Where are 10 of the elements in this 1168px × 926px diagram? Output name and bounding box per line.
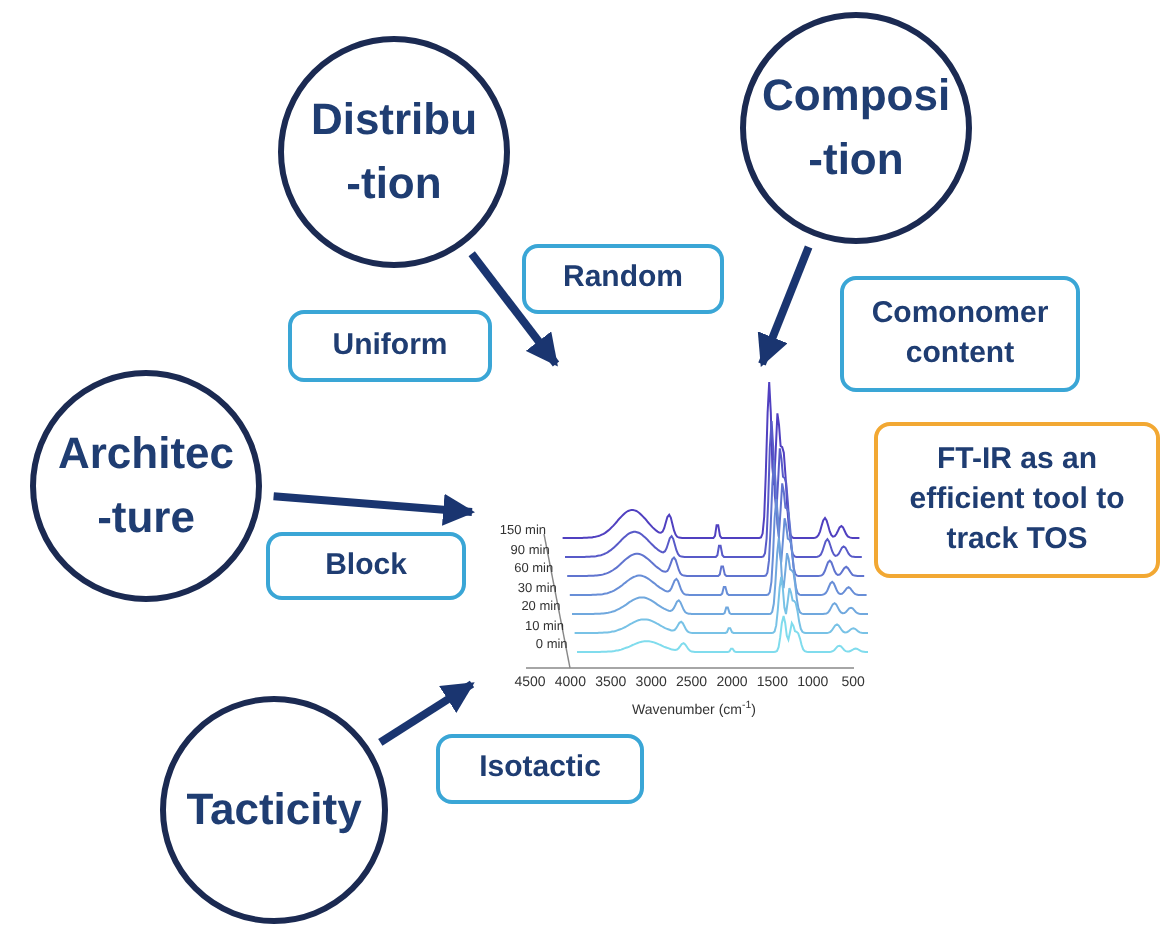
arrow bbox=[757, 245, 813, 367]
arrow bbox=[273, 492, 476, 526]
arrow bbox=[468, 251, 560, 367]
label-box: Random bbox=[522, 244, 724, 314]
label-box: Uniform bbox=[288, 310, 492, 382]
note-box: FT-IR as an efficient tool to track TOS bbox=[874, 422, 1160, 578]
arrow bbox=[378, 680, 475, 746]
label-box: Block bbox=[266, 532, 466, 600]
label-box: Comonomer content bbox=[840, 276, 1080, 392]
label-box: Isotactic bbox=[436, 734, 644, 804]
